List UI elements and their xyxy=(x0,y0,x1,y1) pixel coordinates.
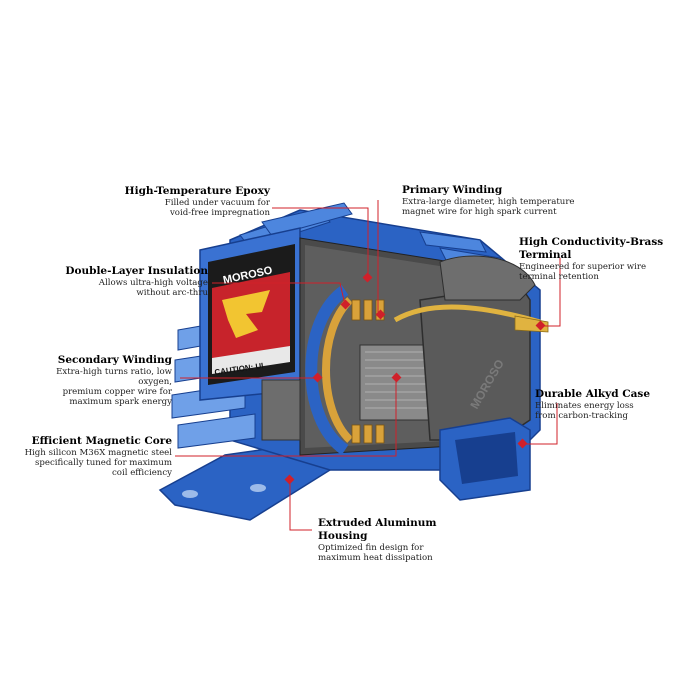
marker-alkyd xyxy=(517,438,528,449)
callout-desc-line: specifically tuned for maximum xyxy=(34,458,172,468)
callout-desc-line: Optimized fin design for xyxy=(318,543,424,553)
leader-markers xyxy=(284,272,546,485)
callout-desc-line: Allows ultra-high voltage xyxy=(98,278,208,288)
mount-hole-right xyxy=(250,484,266,492)
callout-title: Double-Layer Insulation xyxy=(65,265,208,277)
callout-core: Efficient Magnetic Core High silicon M36… xyxy=(20,435,172,478)
marker-core xyxy=(391,372,402,383)
callout-desc-line: from carbon-tracking xyxy=(535,411,628,421)
primary-winding xyxy=(351,299,385,444)
callout-alkyd: Durable Alkyd Case Eliminates energy los… xyxy=(535,388,685,421)
mount-hole-left xyxy=(182,490,198,498)
callout-desc-line: without arc-thru xyxy=(136,288,208,298)
marker-primary xyxy=(375,309,386,320)
leader-core xyxy=(175,378,397,457)
callout-desc-line: Eliminates energy loss xyxy=(535,401,634,411)
connector-socket xyxy=(455,432,518,484)
callout-housing: Extruded Aluminum Housing Optimized fin … xyxy=(318,517,488,563)
marker-secondary xyxy=(312,372,323,383)
callout-title: Efficient Magnetic Core xyxy=(31,435,172,447)
callout-title: High Conductivity-Brass Terminal xyxy=(519,236,664,261)
callout-brass: High Conductivity-Brass Terminal Enginee… xyxy=(519,236,694,282)
insulation-layer xyxy=(305,285,349,455)
callout-desc-line: premium copper wire for xyxy=(62,387,172,397)
callout-desc-line: Extra-high turns ratio, low oxygen, xyxy=(56,367,172,387)
callout-desc-line: magnet wire for high spark current xyxy=(402,207,557,217)
callout-desc-line: terminal retention xyxy=(519,272,599,282)
marker-epoxy xyxy=(362,272,373,283)
leader-epoxy xyxy=(272,207,369,278)
callout-desc-line: Extra-large diameter, high temperature xyxy=(402,197,575,207)
callout-desc-line: Engineered for superior wire xyxy=(519,262,647,272)
callout-desc-line: maximum spark energy xyxy=(69,397,172,407)
callout-desc-line: void-free impregnation xyxy=(169,208,270,218)
callout-title: Extruded Aluminum Housing xyxy=(318,517,437,542)
callout-title: High-Temperature Epoxy xyxy=(124,185,270,197)
brand-label-panel xyxy=(208,244,295,385)
callout-title: Primary Winding xyxy=(402,184,503,196)
callout-desc-line: Filled under vacuum for xyxy=(164,198,270,208)
callout-epoxy: High-Temperature Epoxy Filled under vacu… xyxy=(120,185,270,218)
callout-insulation: Double-Layer Insulation Allows ultra-hig… xyxy=(58,265,208,298)
callout-primary: Primary Winding Extra-large diameter, hi… xyxy=(402,184,577,217)
leader-brass xyxy=(540,258,561,327)
secondary-winding-arc xyxy=(322,297,353,443)
leader-insulation xyxy=(212,282,346,306)
marker-insulation xyxy=(340,299,351,310)
callout-secondary: Secondary Winding Extra-high turns ratio… xyxy=(20,354,172,407)
leader-housing xyxy=(289,480,312,531)
case-cap xyxy=(439,255,536,301)
marker-brass xyxy=(535,320,546,331)
callout-desc-line: coil efficiency xyxy=(111,468,172,478)
callout-title: Durable Alkyd Case xyxy=(535,388,651,400)
callout-desc-line: maximum heat dissipation xyxy=(318,553,433,563)
marker-housing xyxy=(284,474,295,485)
callout-desc-line: High silicon M36X magnetic steel xyxy=(24,448,172,458)
leader-alkyd xyxy=(523,403,558,445)
callout-title: Secondary Winding xyxy=(57,354,172,366)
